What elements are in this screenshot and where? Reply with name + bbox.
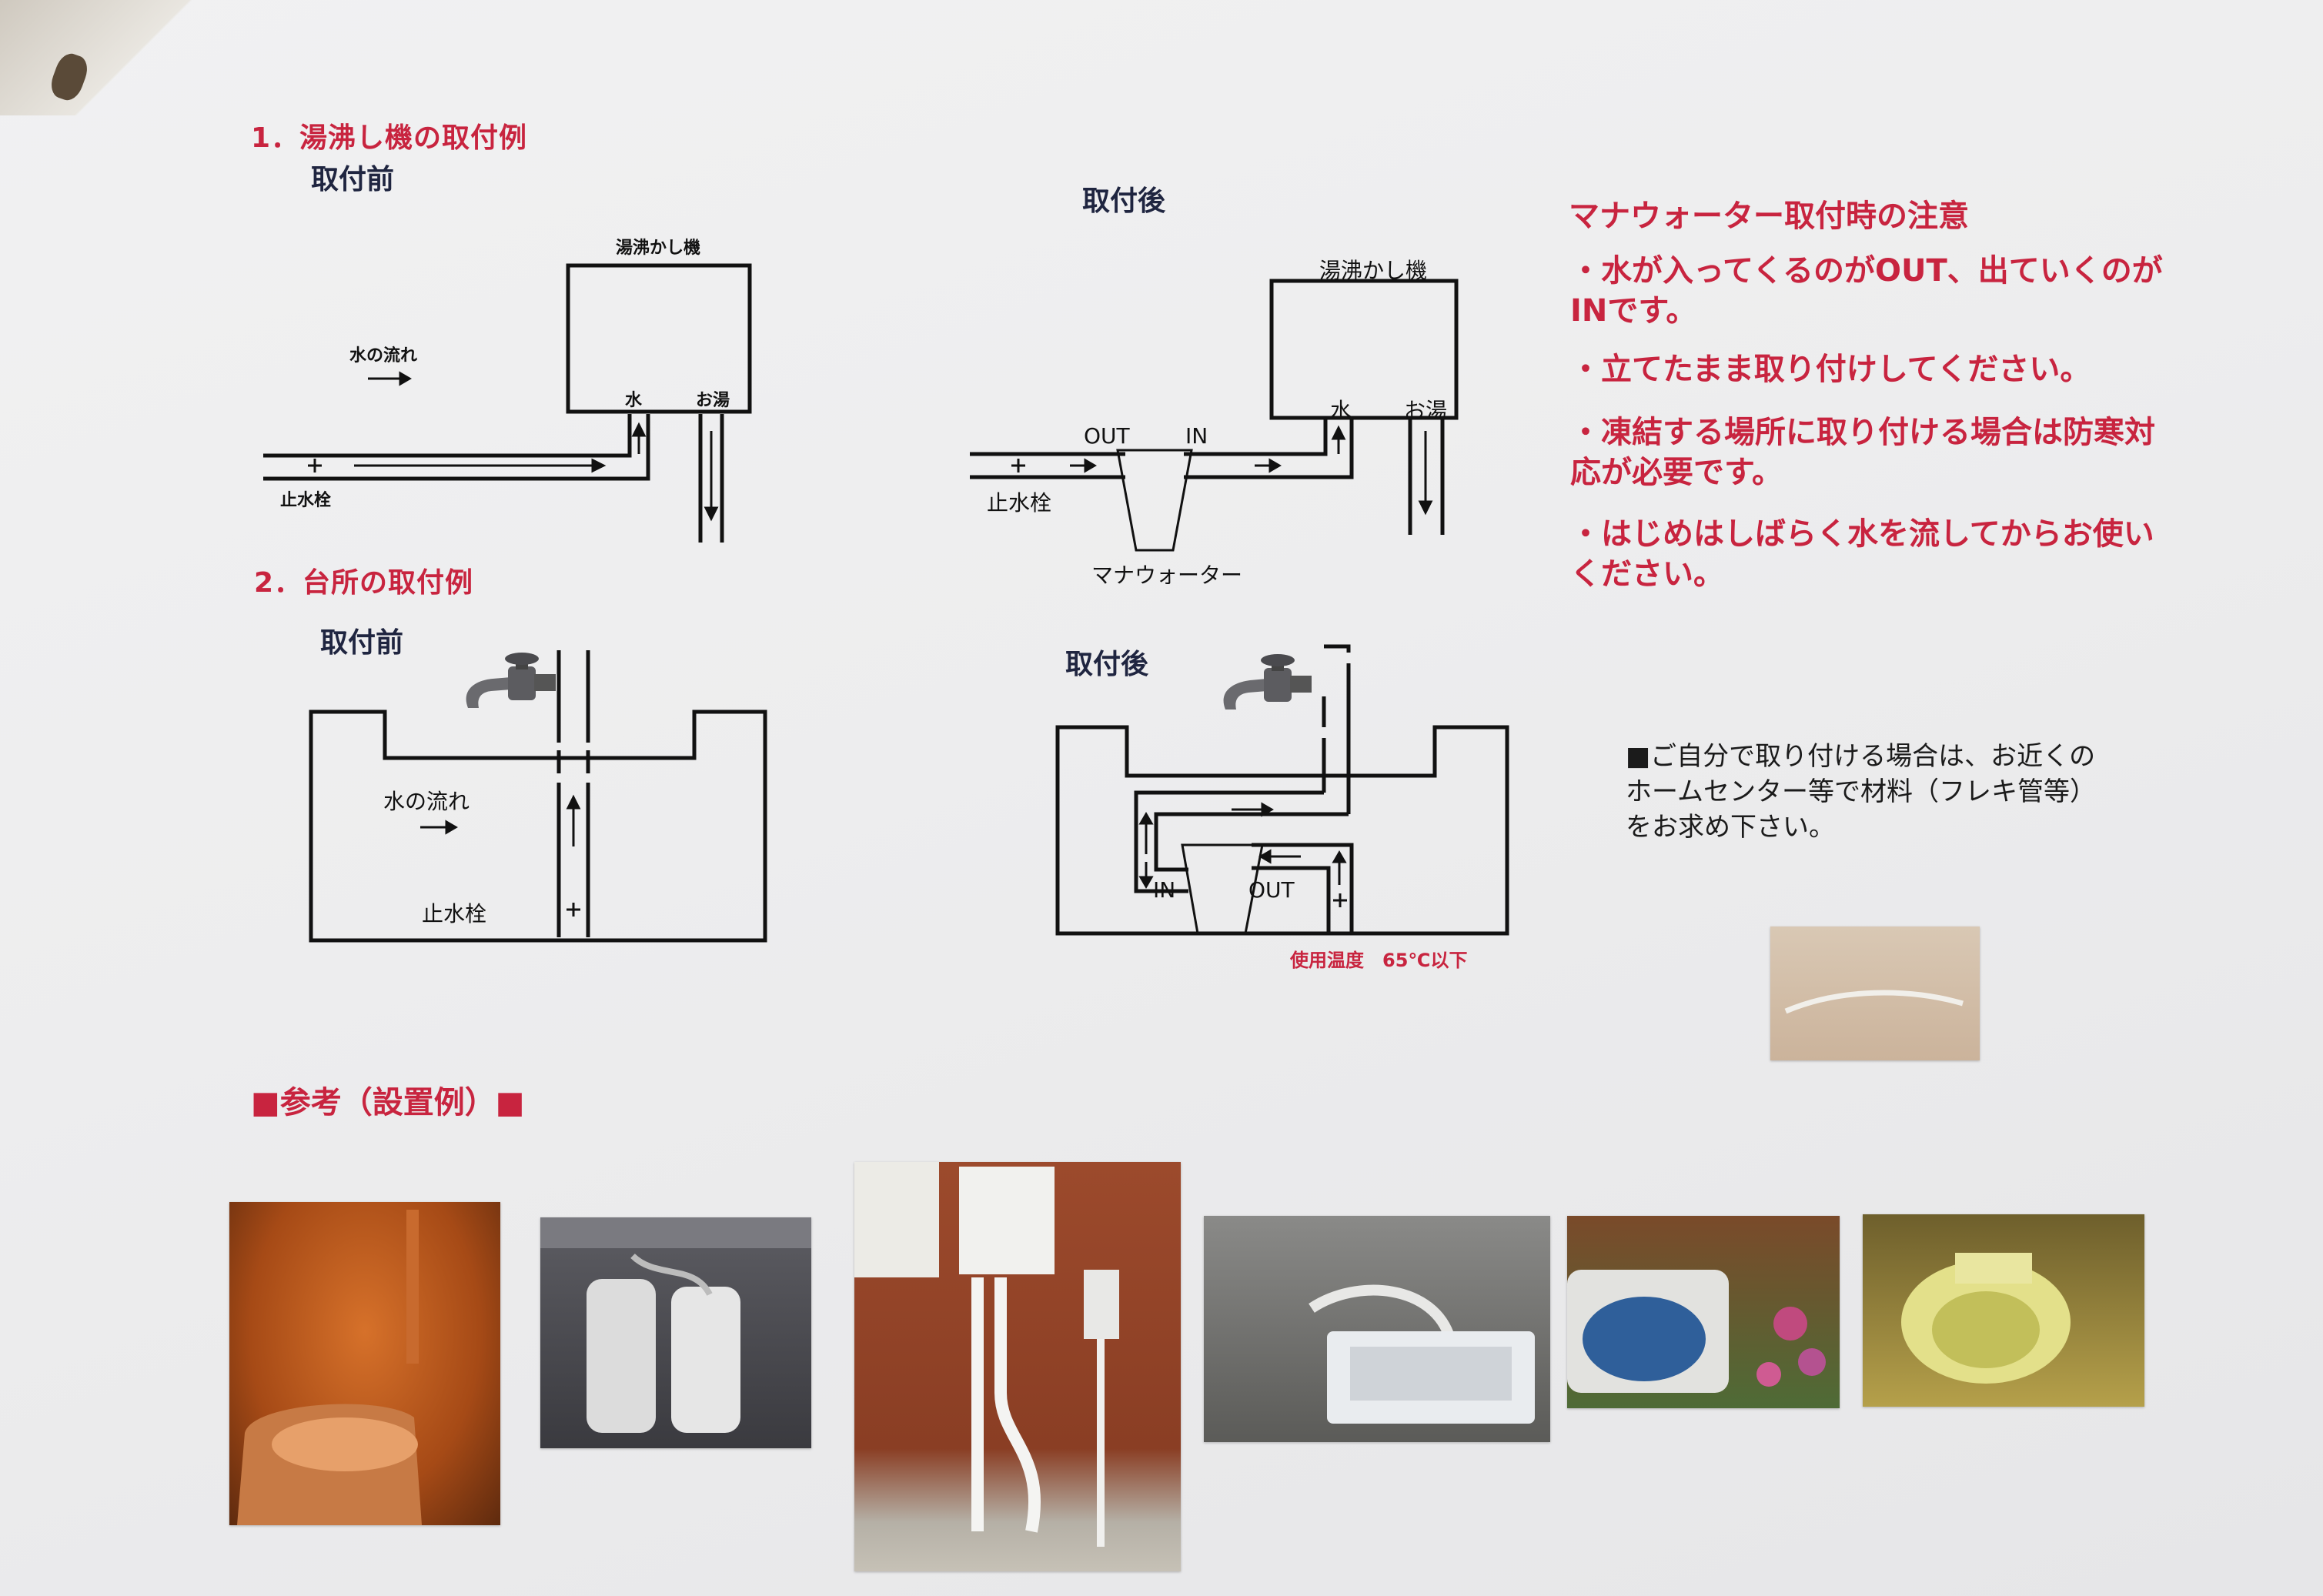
flow-label-2: 水の流れ bbox=[383, 789, 470, 814]
under-sink-photo bbox=[540, 1217, 811, 1448]
pipe-arrow-3 bbox=[1268, 458, 1282, 473]
valve-icon-4 bbox=[1333, 893, 1347, 907]
reference-title: ■参考（設置例）■ bbox=[251, 1085, 525, 1120]
down-arrow-4 bbox=[1138, 876, 1154, 889]
valve-icon-2 bbox=[1011, 459, 1025, 472]
kitchen-loop-upper bbox=[1134, 790, 1349, 893]
manawater-device bbox=[1116, 449, 1193, 552]
pipe-arrow-1 bbox=[591, 458, 607, 473]
note-item-2: ・立てたまま取り付けしてください。 bbox=[1570, 352, 2091, 387]
out-label-2: OUT bbox=[1248, 877, 1295, 903]
down-arrow-2 bbox=[1418, 500, 1433, 516]
note-item-1: ・水が入ってくるのがOUT、出ていくのがINです。 bbox=[1570, 253, 2163, 329]
kitchen-device bbox=[1181, 843, 1264, 935]
pipe-from-device bbox=[1184, 418, 1354, 479]
pipe-arrow-4 bbox=[1261, 802, 1274, 817]
note-item-3: ・凍結する場所に取り付ける場合は防寒対応が必要です。 bbox=[1570, 415, 2155, 490]
up-arrow-5 bbox=[1332, 850, 1347, 863]
heater-label-before: 湯沸かし機 bbox=[616, 239, 701, 258]
pipe-to-device bbox=[970, 452, 1125, 479]
valve-icon-3 bbox=[567, 903, 580, 917]
toilet-tank-device-photo bbox=[1204, 1216, 1550, 1442]
bathroom-photo bbox=[229, 1202, 500, 1525]
faucet-icon-before bbox=[466, 653, 556, 708]
note-item-4: ・はじめはしばらく水を流してからお使いください。 bbox=[1570, 516, 2154, 592]
sink-outline-before bbox=[309, 710, 767, 943]
supply-pipe-before bbox=[263, 414, 650, 481]
toilet-photo bbox=[1863, 1214, 2144, 1407]
up-arrow-2 bbox=[1331, 425, 1346, 440]
hot-label-before: お湯 bbox=[696, 391, 730, 410]
section2-title: 2．台所の取付例 bbox=[254, 567, 474, 599]
heater-box-after bbox=[1269, 279, 1459, 420]
hot-pipe-after bbox=[1408, 418, 1445, 535]
kitchen-loop-lower bbox=[1252, 843, 1354, 933]
up-arrow-3 bbox=[566, 794, 581, 810]
heater-box-before bbox=[566, 263, 752, 414]
heater-label-after: 湯沸かし機 bbox=[1319, 258, 1428, 283]
section1-title: 1．湯沸し機の取付例 bbox=[251, 122, 528, 154]
section2-after-label: 取付後 bbox=[1065, 649, 1149, 680]
pipe-arrow-2 bbox=[1084, 458, 1097, 473]
section1-after-label: 取付後 bbox=[1082, 185, 1166, 217]
faucet-pipe-after bbox=[1322, 644, 1351, 814]
water-label-before: 水 bbox=[625, 391, 643, 410]
out-label-1: OUT bbox=[1084, 423, 1130, 449]
hot-pipe-before bbox=[698, 414, 724, 543]
flow-label-1: 水の流れ bbox=[349, 346, 418, 366]
up-arrow-1 bbox=[631, 422, 647, 437]
water-label-after: 水 bbox=[1330, 398, 1352, 423]
notes-title: マナウォーター取付時の注意 bbox=[1569, 199, 1969, 234]
up-arrow-4 bbox=[1138, 812, 1154, 825]
temp-note: 使用温度 65℃以下 bbox=[1290, 950, 1468, 971]
diy-memo: ■ご自分で取り付ける場合は、お近くのホームセンター等で材料（フレキ管等）をお求め… bbox=[1626, 741, 2096, 843]
garden-hose-photo bbox=[1567, 1216, 1840, 1408]
section1-before-label: 取付前 bbox=[311, 164, 395, 195]
pipe-arrow-5 bbox=[1258, 849, 1272, 864]
section2-before-label: 取付前 bbox=[320, 627, 404, 659]
valve-label-1: 止水栓 bbox=[280, 491, 332, 510]
water-heater-exterior-photo bbox=[854, 1162, 1181, 1571]
torn-tape-corner bbox=[0, 0, 200, 115]
flow-arrow-2 bbox=[445, 820, 458, 835]
down-arrow-1 bbox=[704, 506, 719, 522]
valve-label-2: 止水栓 bbox=[987, 490, 1052, 516]
faucet-pipe-before bbox=[557, 650, 590, 937]
valve-icon-1 bbox=[308, 459, 322, 472]
in-label-2: IN bbox=[1153, 877, 1176, 903]
hot-label-after: お湯 bbox=[1404, 398, 1448, 423]
faucet-icon-after bbox=[1223, 654, 1312, 710]
valve-label-3: 止水栓 bbox=[422, 901, 487, 927]
device-label: マナウォーター bbox=[1091, 563, 1243, 588]
flex-hose-photo bbox=[1770, 927, 1980, 1060]
in-label-1: IN bbox=[1185, 423, 1208, 449]
